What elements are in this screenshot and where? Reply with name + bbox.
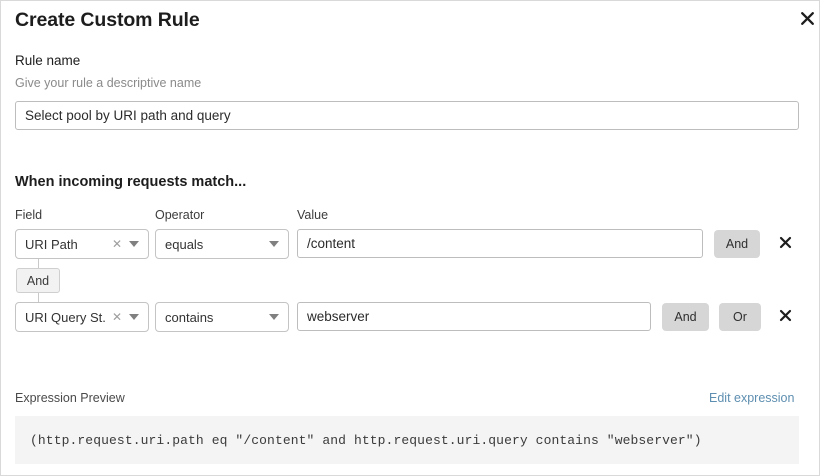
rule-name-input[interactable] <box>15 101 799 130</box>
operator-select-value-row-2: contains <box>165 309 214 325</box>
logic-and-button-row-2[interactable]: And <box>662 303 709 331</box>
rule-name-description: Give your rule a descriptive name <box>15 76 202 90</box>
edit-expression-link[interactable]: Edit expression <box>709 391 795 405</box>
clear-icon[interactable]: ✕ <box>111 237 122 251</box>
delete-condition-button-row-1[interactable] <box>774 233 796 255</box>
operator-select-row-1[interactable]: equals <box>155 229 289 259</box>
logic-or-button-row-2[interactable]: Or <box>719 303 761 331</box>
close-dialog-button[interactable] <box>796 7 818 29</box>
delete-condition-button-row-2[interactable] <box>774 306 796 328</box>
logic-and-button-row-1[interactable]: And <box>714 230 760 258</box>
chevron-down-icon[interactable] <box>127 241 148 247</box>
value-input-row-2[interactable] <box>297 302 651 331</box>
field-select-row-1[interactable]: URI Path ✕ <box>15 229 149 259</box>
match-section-heading: When incoming requests match... <box>15 174 247 190</box>
column-header-operator: Operator <box>155 208 205 222</box>
chevron-down-icon[interactable] <box>267 241 288 247</box>
column-header-field: Field <box>15 208 43 222</box>
field-select-value-row-2: URI Query St... <box>25 309 107 325</box>
page-title: Create Custom Rule <box>15 9 200 31</box>
close-icon <box>779 236 792 252</box>
operator-select-value-row-1: equals <box>165 236 204 252</box>
value-input-row-1[interactable] <box>297 229 703 258</box>
group-connector-and-badge[interactable]: And <box>16 268 60 293</box>
column-header-value: Value <box>297 208 329 222</box>
connector-line-top <box>38 259 39 269</box>
expression-preview-label: Expression Preview <box>15 391 125 405</box>
field-select-row-2[interactable]: URI Query St... ✕ <box>15 302 149 332</box>
close-icon <box>800 11 815 26</box>
chevron-down-icon[interactable] <box>127 314 148 320</box>
close-icon <box>779 309 792 325</box>
field-select-value-row-1: URI Path <box>25 236 78 252</box>
rule-name-label: Rule name <box>15 53 81 68</box>
chevron-down-icon[interactable] <box>267 314 288 320</box>
operator-select-row-2[interactable]: contains <box>155 302 289 332</box>
clear-icon[interactable]: ✕ <box>111 310 122 324</box>
expression-preview-text: (http.request.uri.path eq "/content" and… <box>30 432 702 448</box>
connector-line-bottom <box>38 293 39 302</box>
expression-preview-box: (http.request.uri.path eq "/content" and… <box>15 416 799 464</box>
